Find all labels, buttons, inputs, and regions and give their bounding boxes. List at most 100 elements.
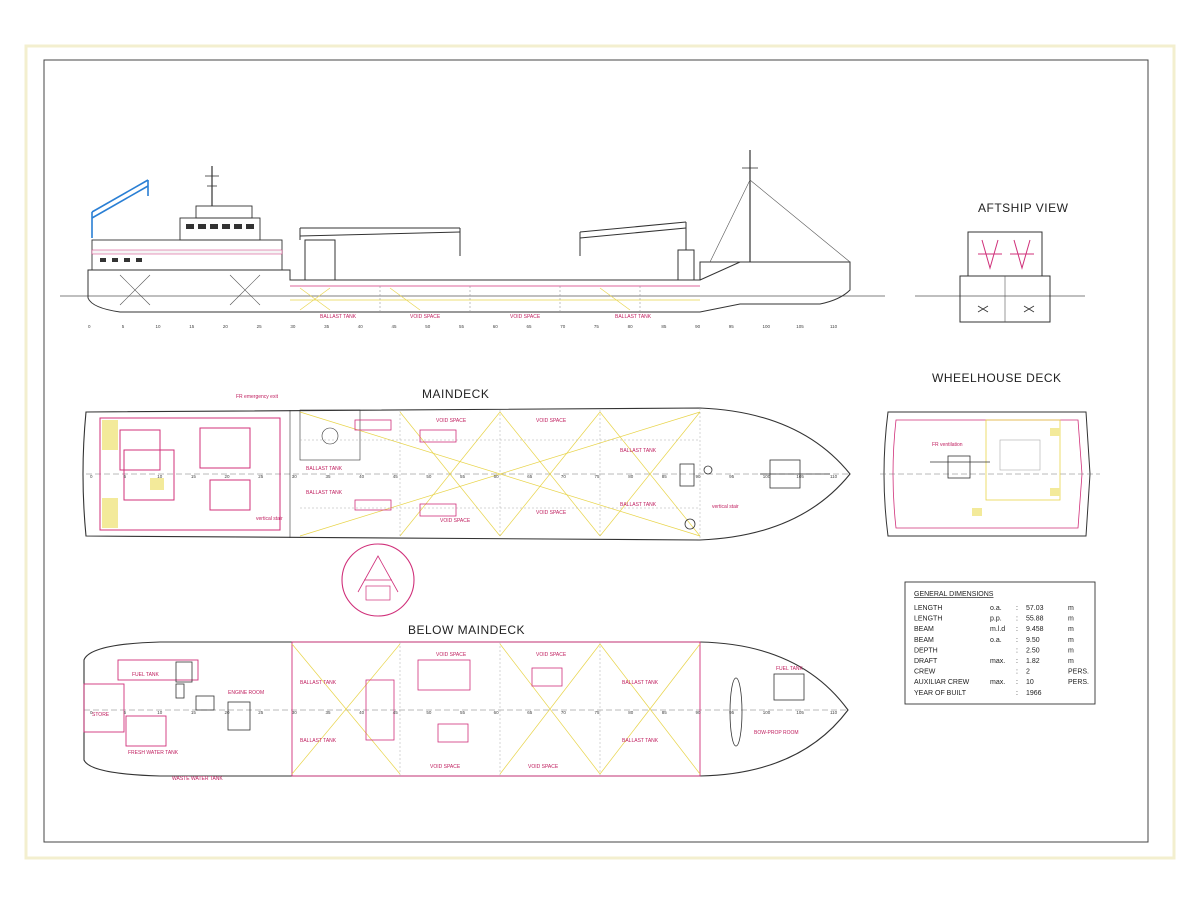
hull-profile	[87, 261, 851, 313]
frame-number: 20	[225, 474, 231, 479]
frame-number: 45	[392, 324, 398, 329]
frame-number: 15	[189, 324, 195, 329]
dimension-label: YEAR OF BUILT	[914, 690, 967, 697]
label-fuel-tank-fwd: FUEL TANK	[776, 666, 804, 672]
below-deck-outline	[83, 641, 849, 777]
dimension-unit: m	[1068, 626, 1074, 633]
dimension-unit: PERS.	[1068, 679, 1089, 686]
frame-number: 110	[830, 710, 838, 715]
frame-number: 55	[459, 324, 465, 329]
label-fresh-water-tank: FRESH WATER TANK	[128, 750, 179, 756]
label-waste-water-tank: WASTE WATER TANK	[172, 776, 223, 782]
outer-border	[24, 44, 1176, 860]
frame-number: 25	[257, 324, 263, 329]
dimension-label: DRAFT	[914, 658, 938, 665]
dimension-value: 9.458	[1026, 626, 1044, 633]
frame-number: 85	[662, 474, 668, 479]
label-vertical-stair-fwd: vertical stair	[712, 504, 739, 510]
label-below-ballast-tank-2: BALLAST TANK	[300, 738, 337, 744]
dimension-label: DEPTH	[914, 647, 938, 654]
frame-number: 65	[527, 710, 533, 715]
dimension-value: 10	[1026, 679, 1034, 686]
below-maindeck-title: BELOW MAINDECK	[408, 623, 525, 637]
accommodation-block	[99, 417, 281, 531]
frame-number: 25	[258, 474, 264, 479]
profile-view: BALLAST TANK VOID SPACE VOID SPACE BALLA…	[60, 150, 885, 329]
label-vertical-stair-aft: vertical stair	[256, 516, 283, 522]
dimension-qualifier: max.	[990, 658, 1005, 665]
frame-number: 65	[527, 324, 533, 329]
label-below-ballast-tank-3: BALLAST TANK	[622, 680, 659, 686]
frame-number: 95	[729, 324, 735, 329]
frame-number: 75	[595, 474, 601, 479]
frame-number: 55	[460, 474, 466, 479]
frame-number: 0	[88, 324, 91, 329]
label-void-space-c: VOID SPACE	[440, 518, 471, 524]
frame-number: 90	[696, 710, 702, 715]
dimension-qualifier: p.p.	[990, 616, 1002, 623]
dimension-label: BEAM	[914, 626, 934, 633]
dimension-label: LENGTH	[914, 605, 942, 612]
dimension-separator: :	[1016, 626, 1018, 633]
frame-number: 35	[326, 710, 332, 715]
cargo-crane-fwd	[579, 221, 695, 281]
maindeck-outline	[82, 407, 851, 541]
frame-number: 100	[763, 710, 771, 715]
label-ballast-tank-fwd-bottom: BALLAST TANK	[620, 502, 657, 508]
frame-number: 100	[763, 474, 771, 479]
frame-number: 15	[191, 474, 197, 479]
dimension-value: 2.50	[1026, 647, 1040, 654]
frame-number: 110	[830, 324, 838, 329]
dimension-unit: m	[1068, 605, 1074, 612]
label-ballast-tank-fwd-top: BALLAST TANK	[620, 448, 657, 454]
frame-number: 105	[796, 474, 804, 479]
dimension-value: 1966	[1026, 690, 1042, 697]
frame-number: 15	[191, 710, 197, 715]
frame-number: 5	[124, 710, 127, 715]
frame-number: 60	[494, 474, 500, 479]
frame-number: 30	[292, 710, 298, 715]
maindeck-title: MAINDECK	[422, 387, 489, 401]
frame-number: 110	[830, 474, 838, 479]
dimension-label: CREW	[914, 669, 936, 676]
frame-number: 85	[661, 324, 667, 329]
frame-number: 85	[662, 710, 668, 715]
frame-number: 90	[695, 324, 701, 329]
frame-number: 80	[628, 710, 634, 715]
label-ballast-tank-bottom: BALLAST TANK	[306, 490, 343, 496]
frame-number: 45	[393, 710, 399, 715]
frame-number: 35	[324, 324, 330, 329]
label-void-space-a: VOID SPACE	[436, 418, 467, 424]
dimension-label: BEAM	[914, 637, 934, 644]
dimension-unit: m	[1068, 658, 1074, 665]
label-below-void-space-3: VOID SPACE	[430, 764, 461, 770]
frame-number: 5	[124, 474, 127, 479]
label-fuel-tank-aft: FUEL TANK	[132, 672, 160, 678]
frame-number: 65	[527, 474, 533, 479]
dimensions-box	[904, 581, 1096, 705]
frame-number: 25	[258, 710, 264, 715]
frame-number: 20	[225, 710, 231, 715]
frame-number: 95	[729, 474, 735, 479]
dimension-unit: m	[1068, 616, 1074, 623]
dimension-unit: m	[1068, 647, 1074, 654]
frame-number: 75	[595, 710, 601, 715]
dimension-separator: :	[1016, 616, 1018, 623]
dimension-value: 1.82	[1026, 658, 1040, 665]
frame-number: 50	[426, 474, 432, 479]
dimension-separator: :	[1016, 658, 1018, 665]
label-below-void-space-1: VOID SPACE	[436, 652, 467, 658]
frame-number: 10	[156, 324, 162, 329]
profile-label-void-space-1: VOID SPACE	[410, 314, 441, 320]
label-store: STORE	[92, 712, 110, 718]
frame-number: 30	[292, 474, 298, 479]
dimension-unit: PERS.	[1068, 669, 1089, 676]
dimension-separator: :	[1016, 669, 1018, 676]
frame-number: 100	[763, 324, 771, 329]
dimension-separator: :	[1016, 637, 1018, 644]
frame-number: 55	[460, 710, 466, 715]
